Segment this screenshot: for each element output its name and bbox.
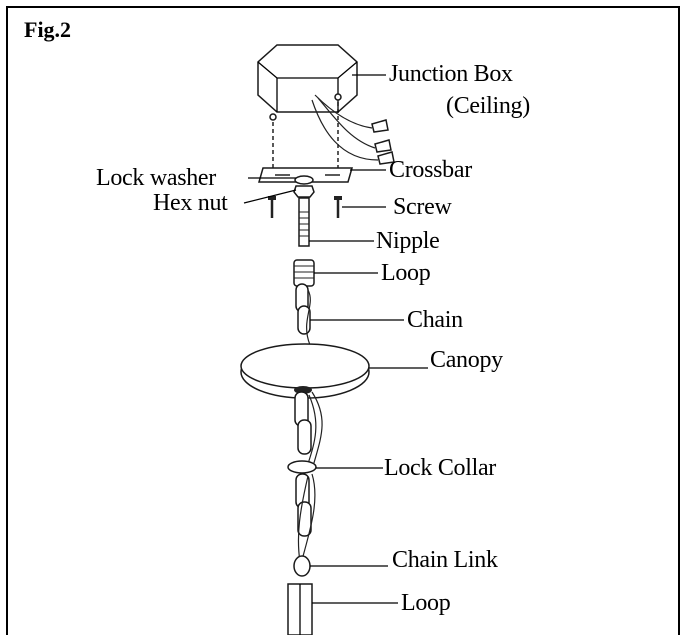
label-lock-washer: Lock washer	[96, 165, 216, 191]
lower-chain	[294, 391, 323, 471]
junction-box	[257, 44, 358, 170]
screws	[268, 196, 342, 218]
label-chain: Chain	[407, 307, 463, 333]
hex-nut	[293, 185, 315, 198]
label-loop-top: Loop	[381, 260, 431, 286]
chain-link	[293, 555, 311, 577]
label-hex-nut: Hex nut	[153, 190, 228, 216]
label-screw: Screw	[393, 194, 452, 220]
canopy	[240, 343, 370, 399]
figure-frame	[6, 6, 680, 635]
lock-washer	[294, 175, 314, 185]
figure-title: Fig.2	[24, 17, 72, 42]
wire-nuts	[311, 94, 395, 165]
label-junction-box: Junction Box	[389, 61, 513, 87]
label-loop-bottom: Loop	[401, 590, 451, 616]
label-chain-link: Chain Link	[392, 547, 498, 573]
label-crossbar: Crossbar	[389, 157, 472, 183]
label-canopy: Canopy	[430, 347, 503, 373]
leader-lines	[243, 74, 428, 604]
nipple	[298, 197, 310, 247]
label-nipple: Nipple	[376, 228, 440, 254]
lock-collar	[287, 460, 317, 474]
top-loop	[293, 259, 315, 287]
label-lock-collar: Lock Collar	[384, 455, 497, 481]
bottom-chain	[295, 473, 316, 563]
label-ceiling: (Ceiling)	[446, 93, 530, 119]
upper-chain	[295, 283, 311, 346]
